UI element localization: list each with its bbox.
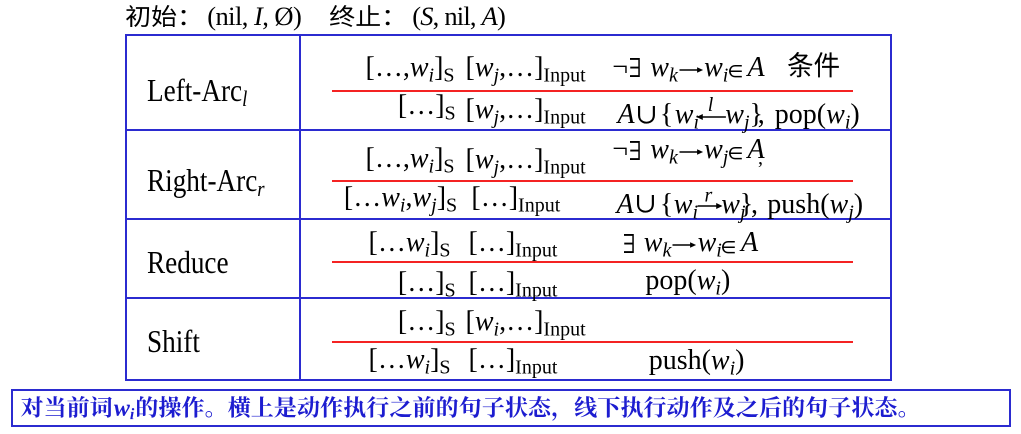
svg-text:l: l bbox=[708, 94, 714, 116]
svg-text:r: r bbox=[704, 185, 712, 207]
